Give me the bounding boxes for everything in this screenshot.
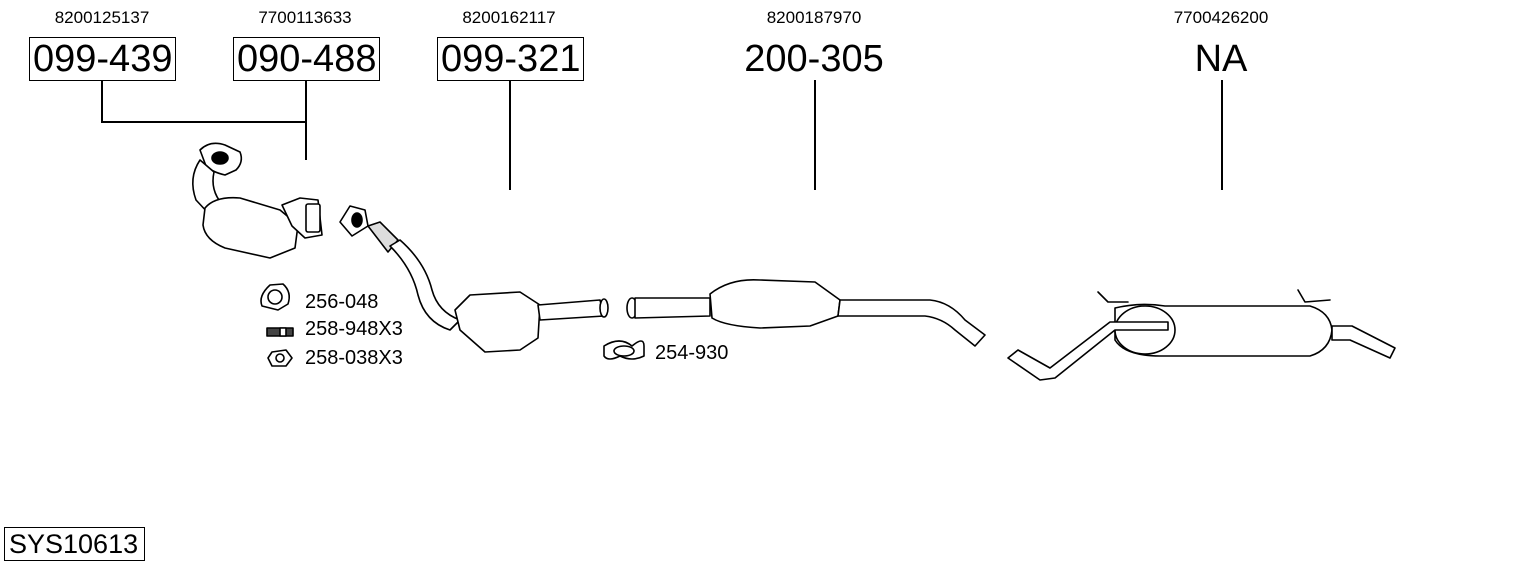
oem-number: 8200187970 [766, 8, 862, 27]
part-number[interactable]: NA [1194, 38, 1248, 80]
leader-line-1 [101, 80, 103, 122]
stud-bolt-icon [266, 327, 294, 337]
oem-number: 7700113633 [258, 8, 352, 27]
accessory-label-gasket[interactable]: 256-048 [305, 291, 379, 313]
part-number[interactable]: 200-305 [744, 38, 884, 80]
leader-line-join [101, 121, 307, 123]
accessory-label-nut[interactable]: 258-038X3 [305, 347, 403, 369]
gasket-icon [260, 283, 290, 311]
front-pipe-catalyst-icon [339, 205, 609, 353]
oem-number: 7700426200 [1173, 8, 1269, 27]
system-id-box: SYS10613 [4, 527, 146, 561]
nut-icon [267, 349, 293, 367]
clamp-icon [603, 340, 645, 360]
leader-line-3 [509, 80, 511, 190]
middle-silencer-icon [626, 278, 986, 347]
rear-silencer-icon [1007, 289, 1396, 381]
manifold-catalyst-icon [192, 142, 323, 259]
part-number-box[interactable]: 099-321 [437, 37, 585, 81]
part-number-box[interactable]: 090-488 [233, 37, 381, 81]
accessory-label-stud-bolt[interactable]: 258-948X3 [305, 318, 403, 340]
leader-line-4 [814, 80, 816, 190]
part-number-box[interactable]: 099-439 [29, 37, 177, 81]
oem-number: 8200125137 [54, 8, 150, 27]
oem-number: 8200162117 [462, 8, 556, 27]
accessory-label-clamp[interactable]: 254-930 [655, 342, 729, 364]
leader-line-5 [1221, 80, 1223, 190]
leader-line-2 [305, 80, 307, 160]
